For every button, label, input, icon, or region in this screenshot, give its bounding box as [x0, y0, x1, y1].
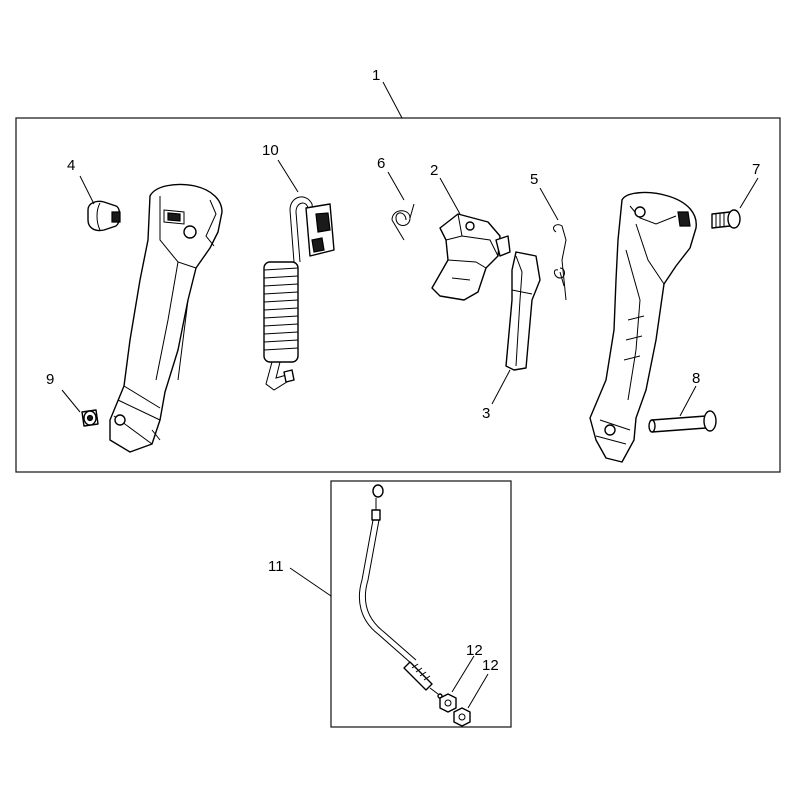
leader-11: [289, 567, 332, 597]
part-1-handle-right-half: [589, 191, 697, 463]
callout-11: 11: [268, 558, 284, 575]
leader-7: [739, 177, 759, 209]
callout-12b: 12: [482, 657, 499, 674]
part-12-nut-a: [439, 693, 457, 713]
leader-9: [61, 389, 81, 413]
callout-5: 5: [530, 171, 538, 188]
part-8-pin: [648, 410, 717, 433]
callout-12a: 12: [466, 642, 483, 659]
part-10-wire-harness: [263, 196, 335, 391]
part-5-spring: [553, 224, 567, 301]
leader-12a: [451, 655, 475, 693]
cable-assembly-box: [330, 480, 512, 728]
callout-8: 8: [692, 370, 700, 387]
leader-8: [679, 385, 697, 417]
leader-10: [277, 159, 299, 193]
callout-7: 7: [752, 161, 760, 178]
leader-4: [79, 175, 95, 205]
leader-2: [439, 177, 461, 215]
part-1-handle-left-half: [109, 183, 223, 453]
handle-assembly-box: [15, 117, 781, 473]
part-11-throttle-cable: [358, 484, 443, 699]
callout-4: 4: [67, 157, 75, 174]
part-12-nut-b: [453, 707, 471, 727]
callout-3: 3: [482, 405, 490, 422]
part-6-torsion-spring: [391, 203, 415, 241]
part-9-bushing: [81, 409, 99, 427]
leader-3: [491, 369, 511, 405]
leader-12b: [467, 673, 489, 709]
part-4-switch-knob: [87, 200, 121, 232]
leader-6: [387, 171, 405, 201]
part-2-throttle-trigger: [431, 213, 511, 301]
leader-1: [382, 81, 403, 119]
part-3-lockout-lever: [505, 251, 541, 371]
callout-2: 2: [430, 162, 438, 179]
part-7-screw: [711, 209, 741, 229]
callout-9: 9: [46, 371, 54, 388]
callout-10: 10: [262, 142, 279, 159]
callout-6: 6: [377, 155, 385, 172]
callout-1: 1: [372, 67, 380, 84]
leader-5: [539, 187, 559, 221]
